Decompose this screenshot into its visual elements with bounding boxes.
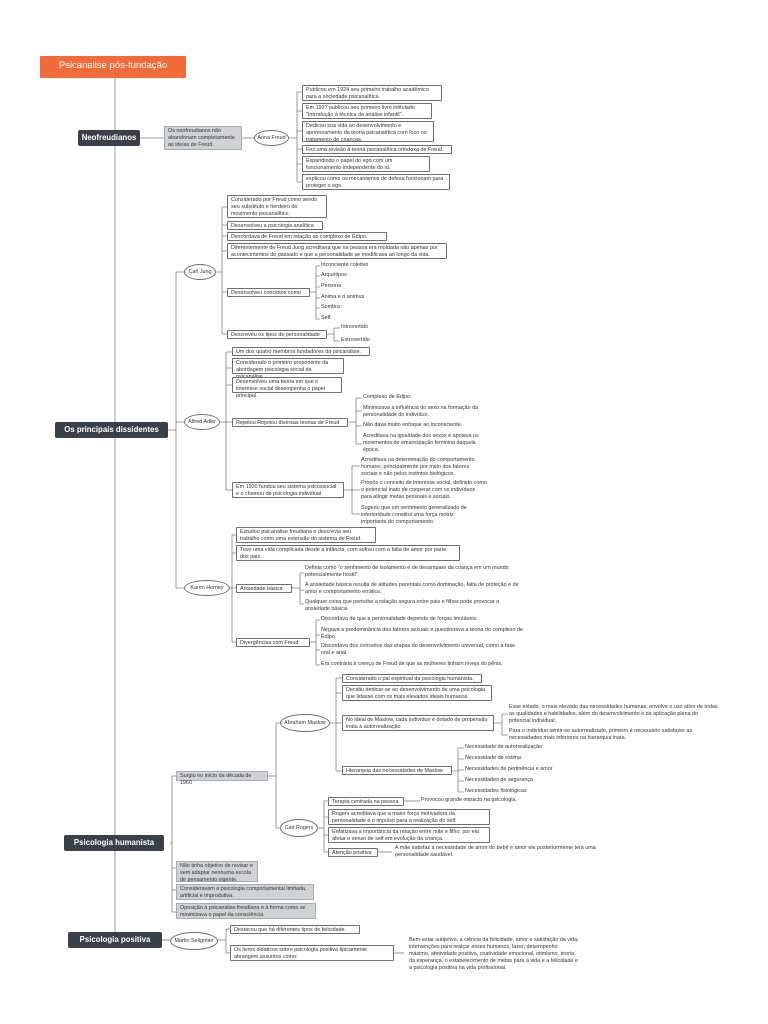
humanista-origin: Surgiu no início da década de 1960 xyxy=(176,771,268,786)
maslow-need-1: Necessidade de autorrealização xyxy=(465,744,543,750)
rogers-fact-1: Rogers acreditava que a maior força moti… xyxy=(328,809,490,825)
horney-divergence: Divergências com Freud xyxy=(236,638,310,647)
node-anna-freud[interactable]: Anna Freud xyxy=(254,130,289,146)
horney-divergence-3: Discordava dos conceitos das etapas do d… xyxy=(321,643,516,656)
maslow-fact-2: Decidiu dedicar-se ao desenvolvimento de… xyxy=(342,685,492,701)
adler-fact-3: Desenvolveu uma teoria em que o interess… xyxy=(232,377,342,399)
horney-anxiety-1: Definia como "o sentimento de isolamento… xyxy=(305,565,509,578)
seligman-fact-1: Destacou que há diferentes tipos de feli… xyxy=(230,925,360,934)
horney-fact-2: Teve uma vida complicada desde a infânci… xyxy=(236,545,460,561)
maslow-selfact-2: Para o indivíduo sentir-se autorrealizad… xyxy=(509,728,693,741)
jung-fact-2: Desenvolveu a psicologia analítica xyxy=(227,221,323,230)
jung-concept-2: Arquétipos xyxy=(321,272,347,278)
node-humanista[interactable]: Psicologia humanista xyxy=(64,835,164,851)
anna-fact-1: Publicou em 1924 seu primeiro trabalho a… xyxy=(302,85,442,101)
jung-types: Descreveu os tipos de personalidade xyxy=(227,330,327,339)
jung-fact-3: Descordava de Freud em relação ao comple… xyxy=(227,232,387,241)
rogers-therapy: Terapia centrada na pessoa xyxy=(328,797,404,806)
node-carl-jung[interactable]: Carl Jung xyxy=(184,264,216,280)
jung-type-1: Introvertido xyxy=(341,324,368,330)
jung-type-2: Extrovertido xyxy=(341,337,370,343)
node-martin-seligman[interactable]: Martin Seligman xyxy=(170,932,218,950)
horney-anxiety-3: Qualquer coisa que perturbe a relação se… xyxy=(305,599,500,612)
adler-rejected: Rejeitou Rejeitou diversas teorias de Fr… xyxy=(232,418,348,427)
rogers-attention: Atenção positiva xyxy=(328,848,378,857)
node-neofreudianos[interactable]: Neofreudianos xyxy=(78,130,140,146)
seligman-fact-2: Os livros didáticos sobre psicologia pos… xyxy=(230,945,394,961)
adler-fact-2: Considerado o primeiro proponente da abo… xyxy=(232,358,344,380)
adler-rejected-1: Complexo de Édipo. xyxy=(363,394,412,400)
adler-fact-1: Um dos quatro membros fundadores da psic… xyxy=(232,347,370,356)
seligman-topics: Bem-estar subjetivo, a ciência da felici… xyxy=(409,937,579,971)
maslow-need-3: Necessidades de pertinência e amor xyxy=(465,766,553,772)
neofreudianos-note: Os neofreudianos não abandonam completam… xyxy=(164,126,242,150)
node-carl-rogers[interactable]: Carl Rogers xyxy=(280,819,318,837)
adler-system-3: Sugeriu que um sentimento generalizado d… xyxy=(361,505,467,525)
horney-divergence-1: Discordava de que a personalidade depend… xyxy=(321,616,478,622)
node-positiva[interactable]: Psicologia positiva xyxy=(68,932,162,948)
maslow-selfact: No ideal de Maslow, cada indivíduo é dot… xyxy=(342,715,494,731)
maslow-need-5: Necessidades fisiológicas xyxy=(465,788,527,794)
horney-anxiety-2: A ansiedade básica resulta de atitudes p… xyxy=(305,582,519,595)
adler-system-2: Propôs o conceito de interesse social, d… xyxy=(361,480,487,500)
humanista-note-3: Oposição à psicanálise freudiana e à for… xyxy=(176,903,316,919)
adler-system-1: Acreditava na determinação do comportame… xyxy=(361,457,475,477)
jung-concept-3: Persona xyxy=(321,283,342,289)
anna-fact-6: explicou como os mecanismos de defesa fu… xyxy=(302,174,450,190)
humanista-note-2: Consideravam a psicologia comportamental… xyxy=(176,884,314,900)
maslow-selfact-1: Esse estado, o mais elevado das necessid… xyxy=(509,704,718,724)
adler-rejected-3: Não dava muito enfoque ao inconsciente. xyxy=(363,422,463,428)
adler-rejected-4: Acreditava na igualdade dos sexos e apoi… xyxy=(363,433,479,453)
jung-fact-4: Diferentemente de Freud Jung acreditava … xyxy=(227,243,447,259)
horney-anxiety: Ansiedade básica xyxy=(236,584,292,593)
horney-divergence-2: Negava a predominância dos fatores sexua… xyxy=(321,627,523,640)
rogers-attention-note: A mãe satisfaz a necessidade de amor do … xyxy=(395,845,596,858)
horney-divergence-4: Era contrária à crença de Freud de que a… xyxy=(321,661,503,667)
horney-fact-1: Estudou psicanálise freudiana e descrevi… xyxy=(236,527,376,543)
anna-fact-2: Em 1927 publicou seu primeiro livro inti… xyxy=(302,103,432,119)
jung-concepts: Desenvolveu conceitos como xyxy=(227,288,310,297)
jung-fact-1: Considerado por Freud como sendo seu sub… xyxy=(227,195,327,218)
node-alfred-adler[interactable]: Alfred Adler xyxy=(184,414,220,430)
maslow-hierarchy: Hierarquia das necessidades de Maslow xyxy=(342,766,452,775)
jung-concept-1: Inconciente coletivo xyxy=(321,262,369,268)
anna-fact-4: Fez uma revisão à teoria psicanalítica o… xyxy=(302,145,452,154)
jung-concept-6: Self xyxy=(321,315,331,321)
anna-fact-5: Expandindo o papel do ego com um funcion… xyxy=(302,156,430,172)
node-abraham-maslow[interactable]: Abraham Maslow xyxy=(280,714,330,732)
map-title: Psicanalise pós-fundação xyxy=(40,56,186,78)
humanista-note-1: Não tinha objetivo de revisar e sem adap… xyxy=(176,861,258,883)
maslow-need-2: Necessidade de estima xyxy=(465,755,522,761)
adler-rejected-2: Minimizava a influência do sexo na forma… xyxy=(363,405,479,418)
anna-fact-3: Dedicou sua vida ao desenvolvimento e ap… xyxy=(302,121,434,143)
node-karen-horney[interactable]: Karen Horney xyxy=(184,580,230,596)
node-dissidentes[interactable]: Os principais dissidentes xyxy=(55,422,168,438)
rogers-therapy-note: Provocou grande impacto na psicologia. xyxy=(421,797,517,803)
jung-concept-5: Sombra xyxy=(321,304,340,310)
maslow-need-4: Necessidades de segurança xyxy=(465,777,534,783)
rogers-fact-2: Enfatizava a importância da relação entr… xyxy=(328,827,490,843)
maslow-fact-1: Considerado o pai espiritual da psicolog… xyxy=(342,674,482,683)
jung-concept-4: Anima e o animus xyxy=(321,294,365,300)
adler-system: Em 1920 fundou seu sistema psicossocial … xyxy=(232,482,344,498)
